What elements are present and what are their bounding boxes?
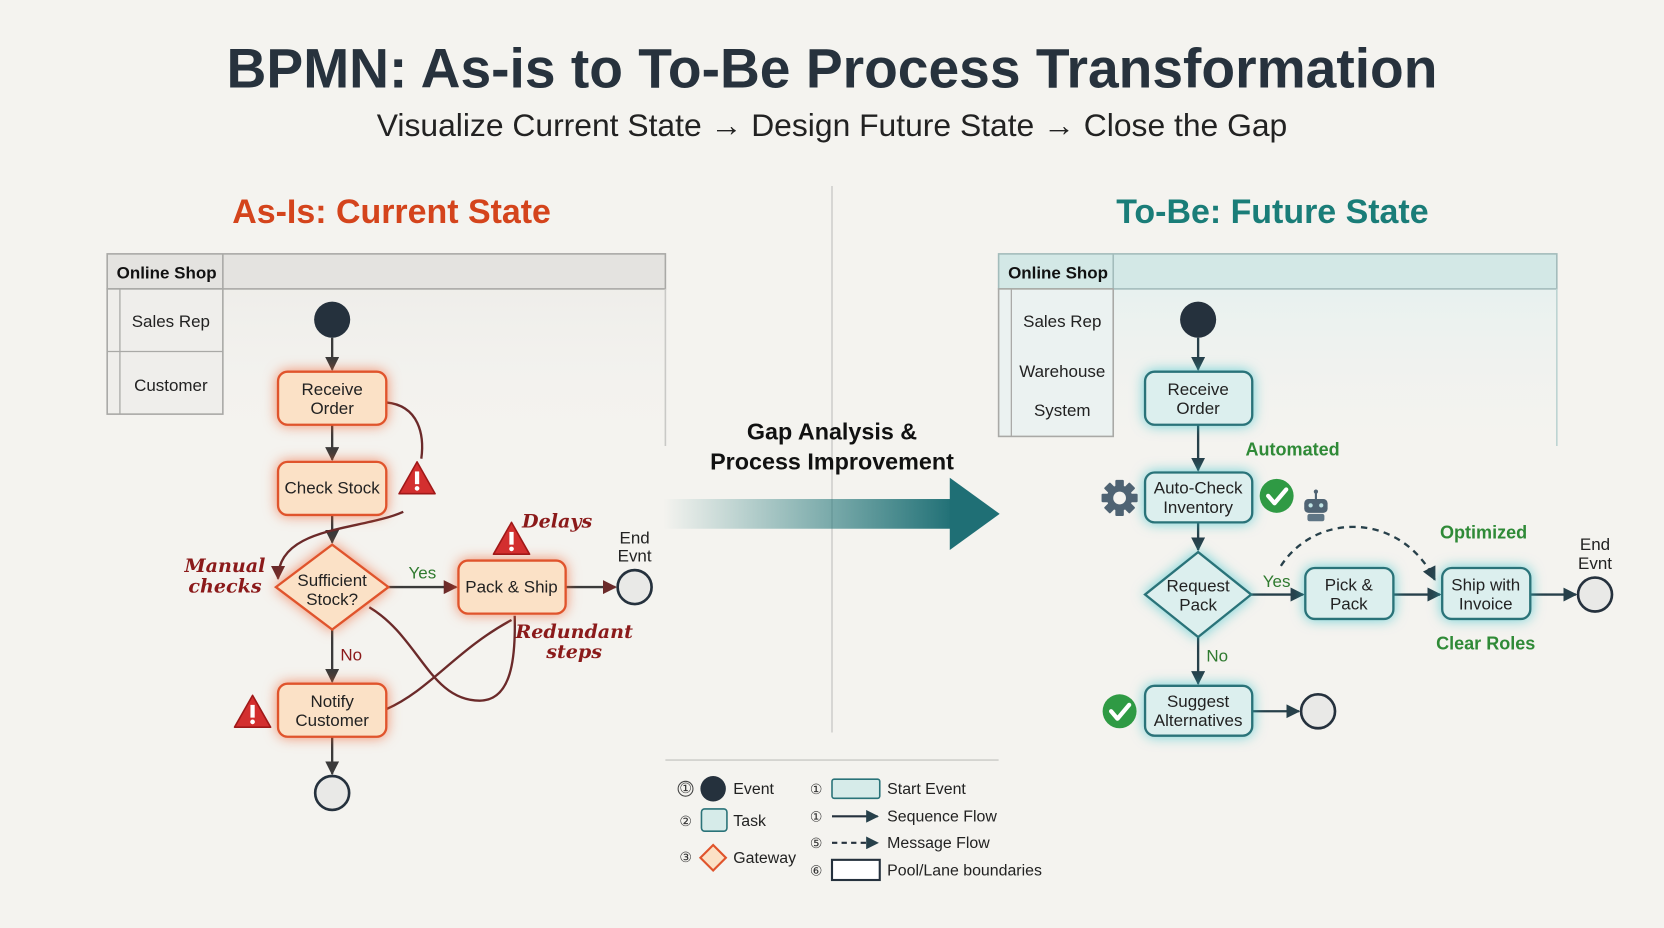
legend-item-gateway: ③ Gateway xyxy=(679,843,796,872)
end-event xyxy=(616,568,653,606)
legend-number: ③ xyxy=(679,850,691,865)
legend-item-message-flow: ⑤ Message Flow xyxy=(810,835,990,852)
task-label: Pack & Ship xyxy=(465,577,557,596)
legend-number: ② xyxy=(679,814,691,829)
gap-analysis-arrow: Gap Analysis & Process Improvement xyxy=(663,419,1000,550)
end-event-label: End xyxy=(620,529,650,548)
task-label: Notify xyxy=(310,692,354,711)
task-label: Customer xyxy=(295,711,369,730)
legend-number: ① xyxy=(810,810,822,825)
legend: ① Event ② Task ③ Gateway ① Start Event ①… xyxy=(665,759,1042,882)
task-label: Inventory xyxy=(1163,498,1233,517)
lane-system: System xyxy=(1034,401,1091,420)
legend-item-sequence-flow: ① Sequence Flow xyxy=(810,809,997,826)
task-label: Invoice xyxy=(1459,594,1513,613)
task-label: Pack xyxy=(1330,594,1368,613)
lane-customer: Customer xyxy=(134,376,208,395)
task-pack-ship[interactable]: Pack & Ship xyxy=(457,559,567,615)
start-event xyxy=(314,301,351,338)
as-is-heading: As-Is: Current State xyxy=(232,193,551,231)
as-is-flows xyxy=(271,337,617,776)
end-event xyxy=(1299,692,1337,730)
warning-icon xyxy=(233,694,272,728)
task-label: Suggest xyxy=(1167,692,1230,711)
gap-label: Process Improvement xyxy=(710,448,954,474)
pool-label: Online Shop xyxy=(1008,263,1108,282)
end-event xyxy=(313,774,351,812)
gear-icon xyxy=(1101,479,1138,516)
task-pick-pack[interactable]: Pick & Pack xyxy=(1304,566,1395,621)
task-label: Receive xyxy=(1167,380,1228,399)
legend-item-pool-lane: ⑥ Pool/Lane boundaries xyxy=(810,858,1042,882)
yes-label: Yes xyxy=(1263,572,1291,591)
task-notify-customer[interactable]: Notify Customer xyxy=(276,682,388,738)
gateway-label: Stock? xyxy=(306,590,358,609)
robot-icon xyxy=(1304,489,1328,522)
end-event-label: End xyxy=(1580,535,1610,554)
check-icon xyxy=(1260,479,1294,513)
end-event-label: Evnt xyxy=(618,547,652,566)
task-suggest-alternatives[interactable]: Suggest Alternatives xyxy=(1143,684,1254,737)
to-be-flows xyxy=(1191,337,1578,719)
gateway-label: Sufficient xyxy=(297,571,367,590)
note-redundant-steps: Redundant xyxy=(514,620,633,643)
task-label: Pick & xyxy=(1325,575,1374,594)
end-event-label: Evnt xyxy=(1578,554,1612,573)
as-is-pool: Online Shop Sales Rep Customer xyxy=(106,253,667,456)
pool-label: Online Shop xyxy=(117,263,217,282)
to-be-heading: To-Be: Future State xyxy=(1116,193,1428,231)
task-label: Order xyxy=(1176,399,1220,418)
page-title: BPMN: As-is to To-Be Process Transformat… xyxy=(227,37,1438,99)
legend-number: ① xyxy=(810,782,822,797)
legend-label: Event xyxy=(733,781,774,798)
no-label: No xyxy=(340,645,362,664)
task-check-stock[interactable]: Check Stock xyxy=(276,460,388,517)
legend-label: Message Flow xyxy=(887,835,990,852)
legend-label: Sequence Flow xyxy=(887,809,997,826)
note-redundant-steps: steps xyxy=(545,640,602,663)
legend-number: ⑤ xyxy=(810,836,822,851)
task-receive-order[interactable]: Receive Order xyxy=(1143,370,1254,426)
lane-warehouse: Warehouse xyxy=(1019,362,1105,381)
gateway-sufficient-stock[interactable]: Sufficient Stock? xyxy=(273,543,391,632)
task-label: Order xyxy=(310,399,354,418)
gap-label: Gap Analysis & xyxy=(747,419,917,445)
note-optimized: Optimized xyxy=(1440,522,1527,542)
legend-item-event: ① Event xyxy=(677,776,775,802)
task-ship-with-invoice[interactable]: Ship with Invoice xyxy=(1441,566,1532,621)
note-delays: Delays xyxy=(521,510,592,533)
lane-sales-rep: Sales Rep xyxy=(1023,312,1101,331)
task-label: Ship with xyxy=(1451,575,1520,594)
page-subtitle: Visualize Current State → Design Future … xyxy=(377,107,1288,143)
legend-label: Start Event xyxy=(887,781,966,798)
gateway-request-pack[interactable]: Request Pack xyxy=(1143,550,1254,639)
task-label: Check Stock xyxy=(285,479,381,498)
end-event xyxy=(1576,576,1614,613)
legend-number: ① xyxy=(679,781,691,796)
warning-icon xyxy=(398,461,436,495)
note-manual-checks: checks xyxy=(188,574,262,597)
note-automated: Automated xyxy=(1245,440,1339,460)
legend-label: Gateway xyxy=(733,850,796,867)
to-be-pool: Online Shop Sales Rep Warehouse System xyxy=(997,253,1558,467)
lane-sales-rep: Sales Rep xyxy=(132,312,210,331)
legend-number: ⑥ xyxy=(810,864,822,879)
note-clear-roles: Clear Roles xyxy=(1436,634,1535,654)
legend-item-start-event: ① Start Event xyxy=(810,778,966,800)
task-label: Auto-Check xyxy=(1154,479,1243,498)
legend-label: Task xyxy=(733,813,766,830)
note-manual-checks: Manual xyxy=(184,554,266,577)
start-event xyxy=(1180,301,1217,338)
no-label: No xyxy=(1206,646,1228,665)
gateway-label: Request xyxy=(1167,576,1230,595)
check-icon xyxy=(1103,694,1137,728)
legend-label: Pool/Lane boundaries xyxy=(887,863,1042,880)
legend-item-task: ② Task xyxy=(679,808,766,832)
task-label: Receive xyxy=(302,380,363,399)
task-receive-order[interactable]: Receive Order xyxy=(276,370,388,426)
task-auto-check-inventory[interactable]: Auto-Check Inventory xyxy=(1143,471,1254,524)
yes-label: Yes xyxy=(409,564,437,583)
gateway-label: Pack xyxy=(1179,595,1217,614)
task-label: Alternatives xyxy=(1154,711,1243,730)
